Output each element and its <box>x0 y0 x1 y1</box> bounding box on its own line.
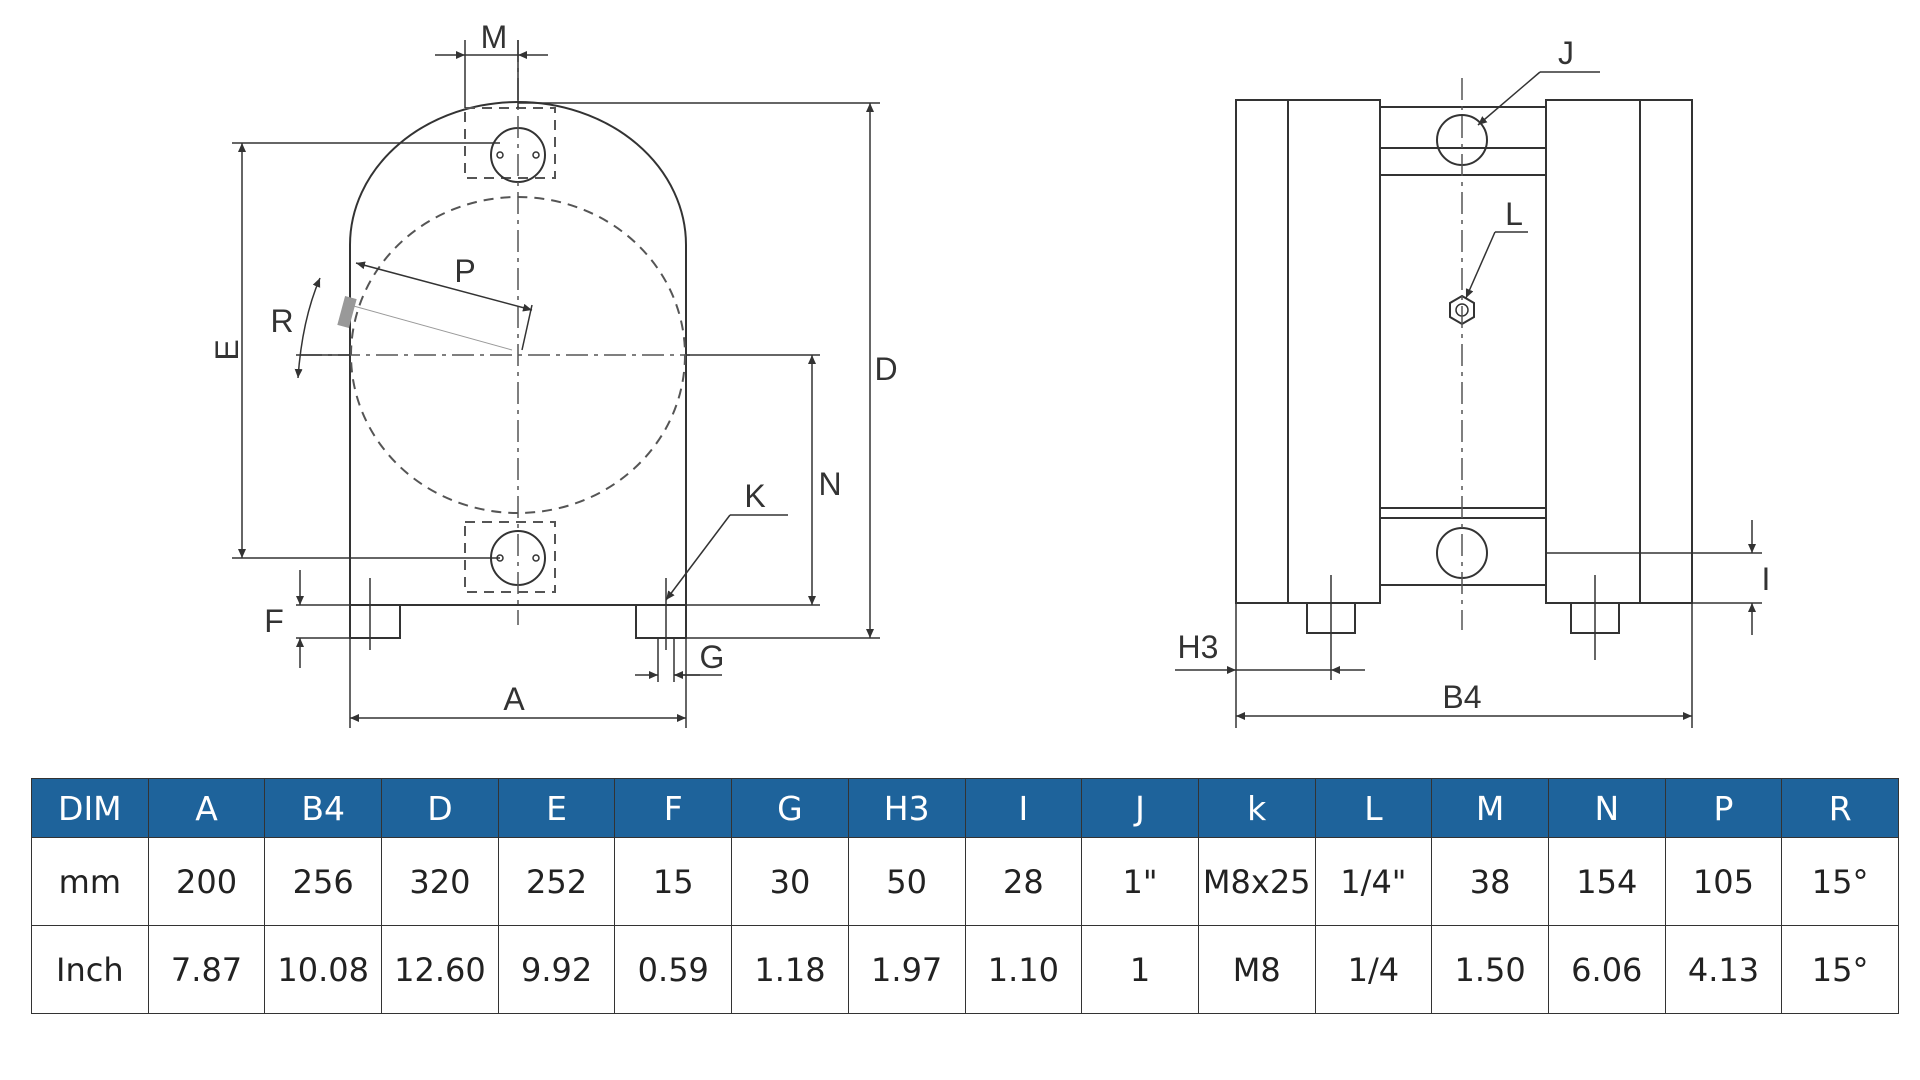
table-cell: 1.97 <box>847 925 966 1014</box>
column-header: P <box>1664 778 1783 838</box>
table-cell: 1/4 <box>1314 925 1433 1014</box>
label-k: K <box>744 478 765 514</box>
label-p: P <box>454 253 475 289</box>
right-end-plate <box>1639 99 1693 604</box>
column-header: J <box>1081 778 1199 838</box>
label-d: D <box>874 351 897 387</box>
table-cell: 15° <box>1781 925 1899 1014</box>
table-cell: mm <box>31 837 149 926</box>
table-cell: 1.10 <box>964 925 1083 1014</box>
label-f: F <box>264 603 284 639</box>
table-cell: 4.13 <box>1664 925 1783 1014</box>
right-chamber <box>1545 99 1641 604</box>
table-cell: 6.06 <box>1547 925 1666 1014</box>
table-cell: 12.60 <box>381 925 499 1014</box>
label-g: G <box>700 639 725 675</box>
table-cell: M8 <box>1197 925 1316 1014</box>
column-header: D <box>381 778 499 838</box>
right-foot <box>635 604 687 639</box>
table-cell: 0.59 <box>614 925 733 1014</box>
table-cell: 1.18 <box>731 925 849 1014</box>
column-header: I <box>964 778 1083 838</box>
table-row-mm: mm 200 256 320 252 15 30 50 28 1" M8x25 … <box>31 837 1899 926</box>
label-l: L <box>1505 196 1523 232</box>
table-cell: 252 <box>497 837 616 926</box>
label-a: A <box>503 681 525 717</box>
table-cell: 30 <box>731 837 849 926</box>
label-i: I <box>1762 561 1771 597</box>
column-header: N <box>1547 778 1666 838</box>
table-row-inch: Inch 7.87 10.08 12.60 9.92 0.59 1.18 1.9… <box>31 925 1899 1014</box>
label-m: M <box>481 19 508 55</box>
column-header: L <box>1314 778 1433 838</box>
label-r: R <box>270 303 293 339</box>
column-header: DIM <box>31 778 149 838</box>
label-h3: H3 <box>1178 629 1219 665</box>
label-b4: B4 <box>1442 679 1481 715</box>
dimension-drawing: M E R P D N K F <box>209 19 1770 728</box>
front-body-outline <box>349 101 687 606</box>
label-n: N <box>818 466 841 502</box>
table-cell: 50 <box>847 837 966 926</box>
table-cell: 38 <box>1431 837 1549 926</box>
column-header: k <box>1197 778 1316 838</box>
table-cell: 1" <box>1081 837 1199 926</box>
left-chamber <box>1287 99 1381 604</box>
label-e: E <box>209 339 245 360</box>
column-header: E <box>497 778 616 838</box>
column-header: A <box>147 778 266 838</box>
left-foot <box>349 604 401 639</box>
dimension-table: DIM A B4 D E F G H3 I J k L M N P R mm 2… <box>31 778 1899 1014</box>
table-cell: 320 <box>381 837 499 926</box>
table-cell: 15° <box>1781 837 1899 926</box>
table-header-row: DIM A B4 D E F G H3 I J k L M N P R <box>31 778 1899 838</box>
table-cell: 105 <box>1664 837 1783 926</box>
table-cell: Inch <box>31 925 149 1014</box>
table-cell: 9.92 <box>497 925 616 1014</box>
table-cell: 28 <box>964 837 1083 926</box>
column-header: H3 <box>847 778 966 838</box>
table-cell: M8x25 <box>1197 837 1316 926</box>
table-cell: 154 <box>1547 837 1666 926</box>
front-view: M E R P D N K F <box>209 19 898 728</box>
label-j: J <box>1558 35 1574 71</box>
table-cell: 1 <box>1081 925 1199 1014</box>
side-view: J L I H3 B4 <box>1175 35 1770 728</box>
column-header: B4 <box>264 778 383 838</box>
column-header: R <box>1781 778 1899 838</box>
table-cell: 15 <box>614 837 733 926</box>
column-header: M <box>1431 778 1549 838</box>
left-end-plate <box>1235 99 1289 604</box>
column-header: F <box>614 778 733 838</box>
table-cell: 256 <box>264 837 383 926</box>
column-header: G <box>731 778 849 838</box>
table-cell: 1.50 <box>1431 925 1549 1014</box>
table-cell: 10.08 <box>264 925 383 1014</box>
table-cell: 200 <box>147 837 266 926</box>
table-cell: 1/4" <box>1314 837 1433 926</box>
table-cell: 7.87 <box>147 925 266 1014</box>
